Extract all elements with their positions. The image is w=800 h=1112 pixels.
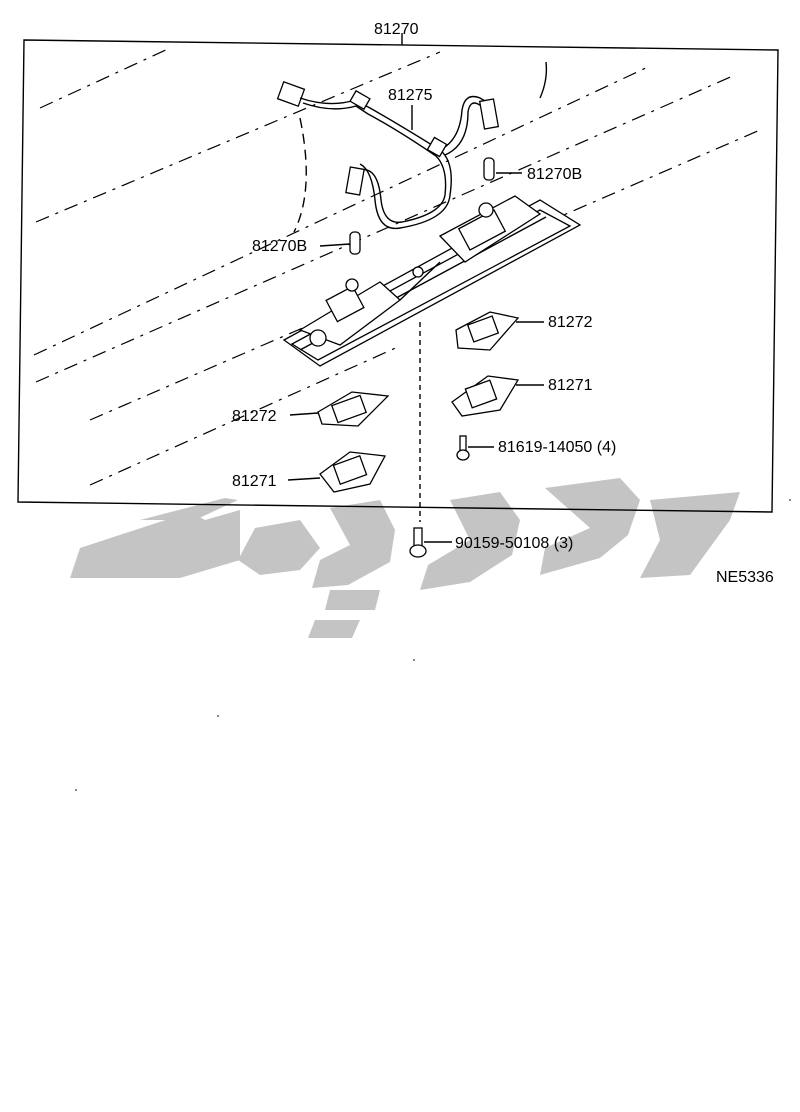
lens-lower [319,451,387,493]
label-lens-lower: 81271 [232,473,277,490]
bulb-81270b-right [483,157,495,181]
body-panel-lines [33,47,761,486]
label-assembly: 81270 [374,21,419,38]
screw-small [456,435,470,461]
label-gasket-lower: 81272 [232,408,277,425]
gasket-upper [455,311,520,351]
label-gasket-upper: 81272 [548,314,593,331]
bulb-81270b-left [349,231,361,255]
label-lens-upper: 81271 [548,377,593,394]
label-screw-mount: 90159-50108 (3) [455,535,573,552]
label-bulb-left: 81270B [252,238,307,255]
scan-specks [75,499,791,791]
label-figure-code: NE5336 [716,569,774,586]
leader-lines [287,33,544,543]
screw-mount [409,527,427,558]
label-screw-small: 81619-14050 (4) [498,439,616,456]
gasket-lower [317,391,390,427]
assembly-frame [17,39,779,513]
license-lamp-housing [282,195,582,367]
wire-harness [276,80,500,230]
label-wire-harness: 81275 [388,87,433,104]
lens-upper [451,375,520,417]
watermark-logo [70,478,740,638]
label-bulb-right: 81270B [527,166,582,183]
